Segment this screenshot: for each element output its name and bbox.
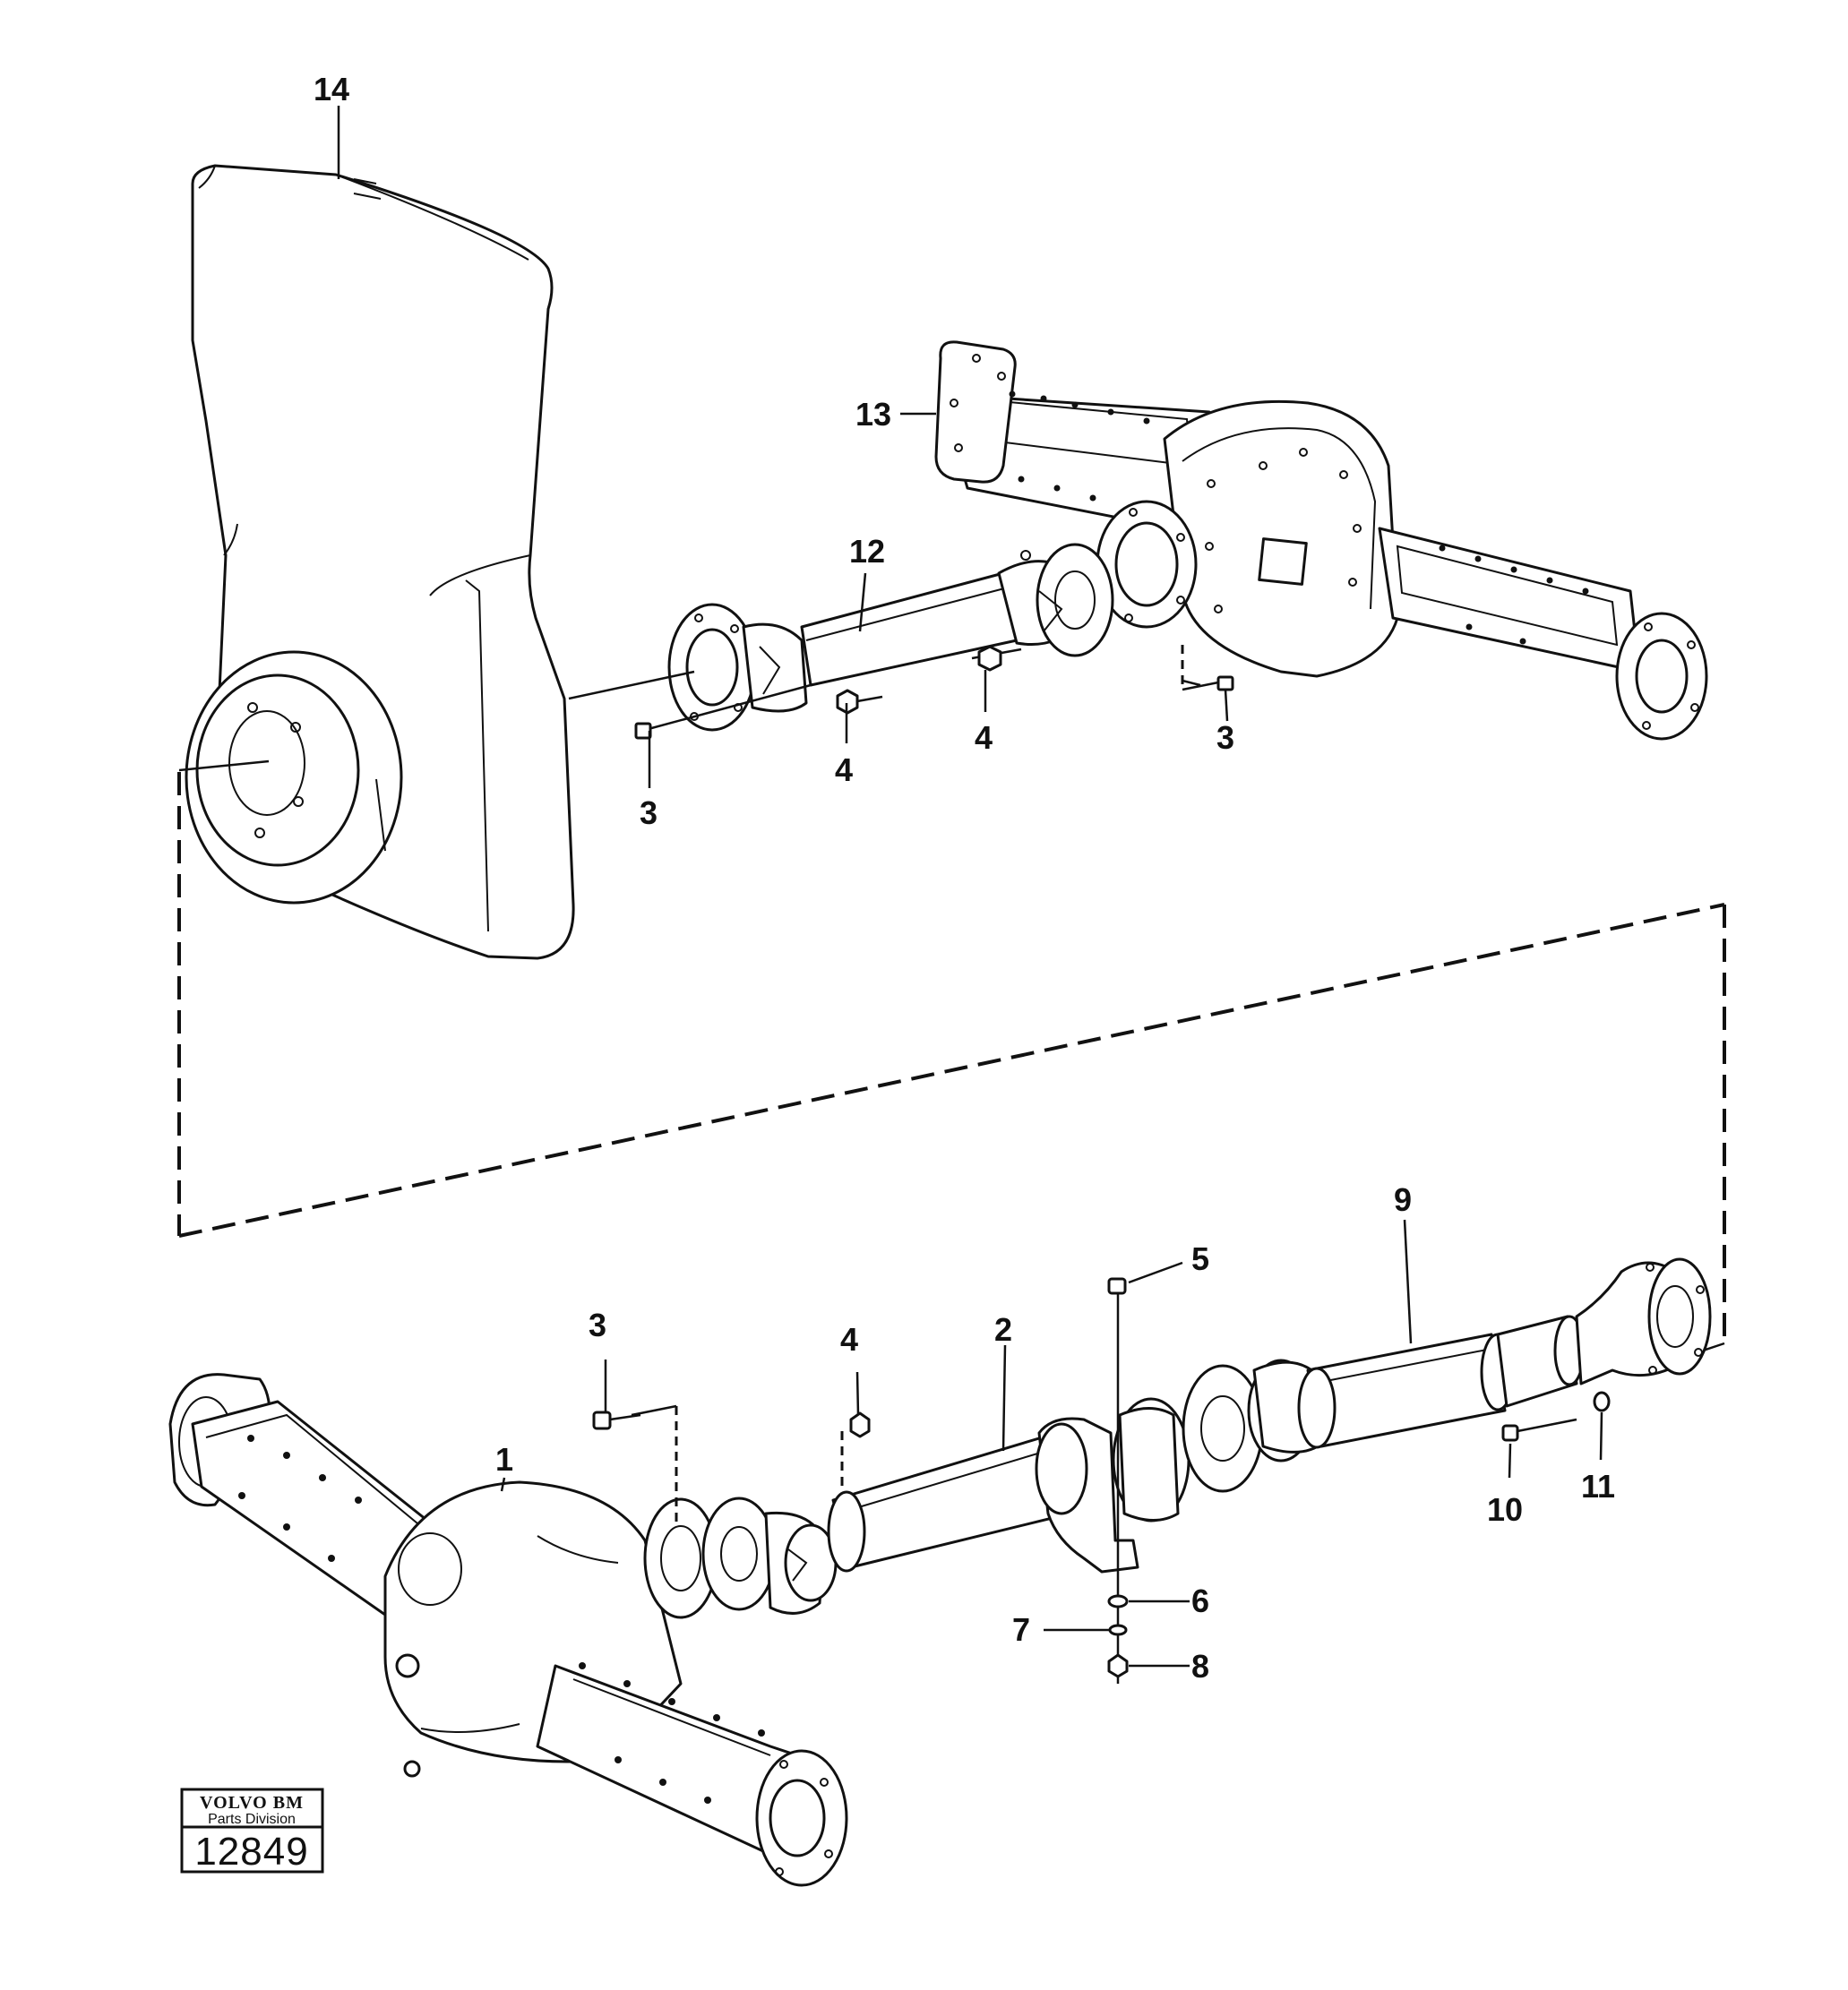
callout-5: 5 (1191, 1240, 1209, 1277)
callout-3-rear-right: 3 (1216, 719, 1234, 756)
logo-division: Parts Division (208, 1812, 296, 1827)
callout-14: 14 (314, 71, 349, 107)
callout-4-rear-right: 4 (975, 719, 993, 756)
callout-6: 6 (1191, 1583, 1209, 1619)
callout-7: 7 (1012, 1611, 1030, 1648)
callout-4-front: 4 (840, 1321, 858, 1358)
driveline-path (177, 670, 1726, 1354)
volvo-bm-parts-logo: VOLVO BM Parts Division 12849 (180, 1788, 324, 1874)
callout-9: 9 (1394, 1181, 1412, 1218)
callout-2: 2 (994, 1311, 1012, 1348)
callout-3-rear-left: 3 (640, 794, 658, 831)
front-axle (168, 1373, 848, 1887)
leader-lines (337, 106, 1603, 1668)
transmission-housing (185, 164, 575, 960)
callout-12: 12 (849, 533, 885, 570)
callout-1: 1 (495, 1441, 513, 1478)
callout-8: 8 (1191, 1648, 1209, 1685)
callout-13: 13 (855, 396, 891, 433)
front-propeller-shaft (701, 1257, 1712, 1615)
callout-11: 11 (1581, 1468, 1615, 1505)
logo-brand: VOLVO BM (200, 1793, 304, 1813)
figure-number: 12849 (194, 1830, 308, 1874)
front-hardware (592, 1277, 1611, 1684)
callout-4-rear-left: 4 (835, 751, 853, 788)
callout-3-front: 3 (589, 1307, 606, 1343)
rear-propeller-shaft (634, 543, 1234, 740)
callout-10: 10 (1487, 1491, 1523, 1528)
rear-axle (934, 340, 1708, 741)
callout-labels: 14 13 12 3 4 4 3 1 2 3 4 5 9 6 7 8 10 11 (314, 71, 1615, 1685)
